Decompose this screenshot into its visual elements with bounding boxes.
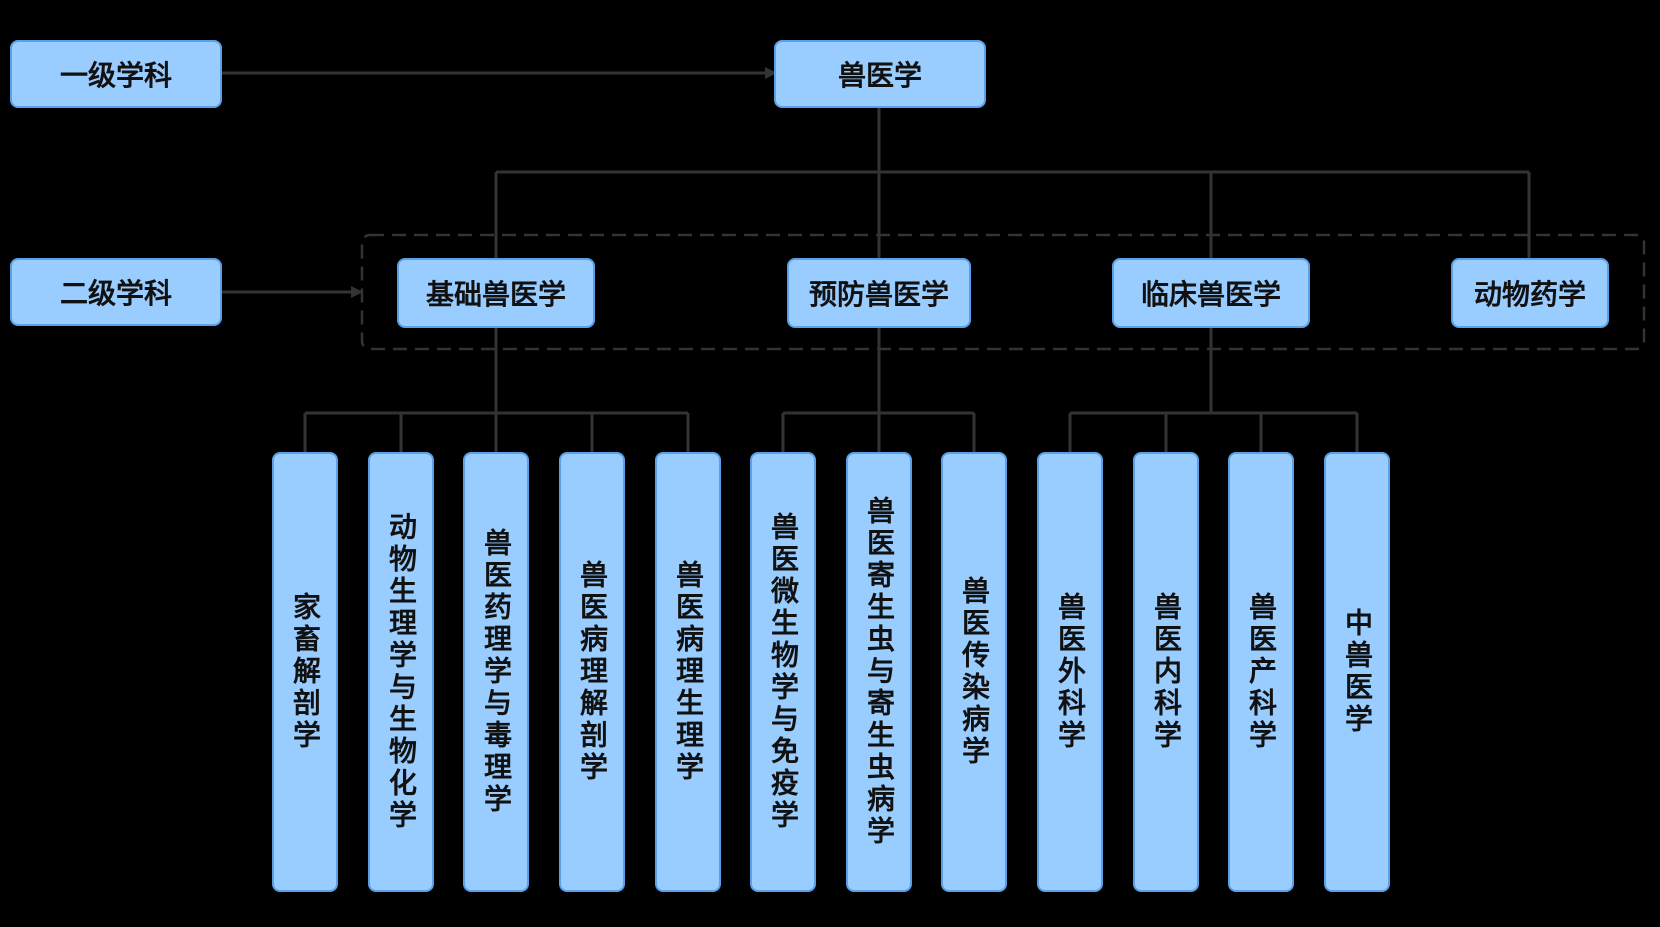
root-node: 兽医学 [774,40,986,108]
tertiary-node: 动物生理学与生物化学 [368,452,434,892]
tertiary-node: 中兽医学 [1324,452,1390,892]
secondary-node-basic: 基础兽医学 [397,258,595,328]
tertiary-node: 兽医产科学 [1228,452,1294,892]
tertiary-node: 兽医外科学 [1037,452,1103,892]
secondary-node-pharmacy: 动物药学 [1451,258,1609,328]
second-level-label: 二级学科 [10,258,222,326]
secondary-node-preventive: 预防兽医学 [787,258,971,328]
tertiary-node: 兽医寄生虫与寄生虫病学 [846,452,912,892]
tertiary-node: 家畜解剖学 [272,452,338,892]
tertiary-node: 兽医传染病学 [941,452,1007,892]
tertiary-node: 兽医内科学 [1133,452,1199,892]
tertiary-node: 兽医病理解剖学 [559,452,625,892]
tertiary-node: 兽医药理学与毒理学 [463,452,529,892]
tertiary-node: 兽医病理生理学 [655,452,721,892]
first-level-label: 一级学科 [10,40,222,108]
tertiary-node: 兽医微生物学与免疫学 [750,452,816,892]
second-level-group-outline [360,233,1646,351]
secondary-node-clinical: 临床兽医学 [1112,258,1310,328]
